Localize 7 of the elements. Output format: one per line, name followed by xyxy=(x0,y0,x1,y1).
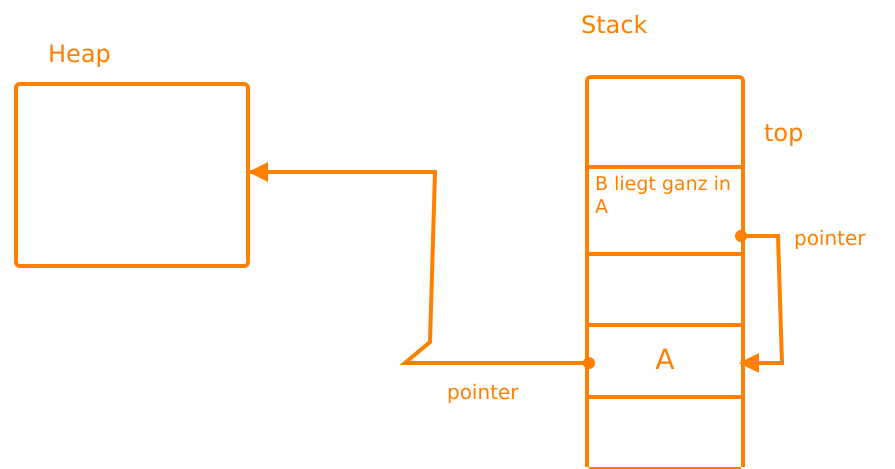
top-label: top xyxy=(764,119,804,147)
cell-text: B liegt ganz in A xyxy=(595,173,732,219)
heap-heading: Heap xyxy=(48,40,111,68)
cell-text: A xyxy=(654,343,676,377)
pointer-arrow xyxy=(735,230,784,373)
stack-heading: Stack xyxy=(581,11,648,39)
pointer-arrow xyxy=(248,162,595,369)
